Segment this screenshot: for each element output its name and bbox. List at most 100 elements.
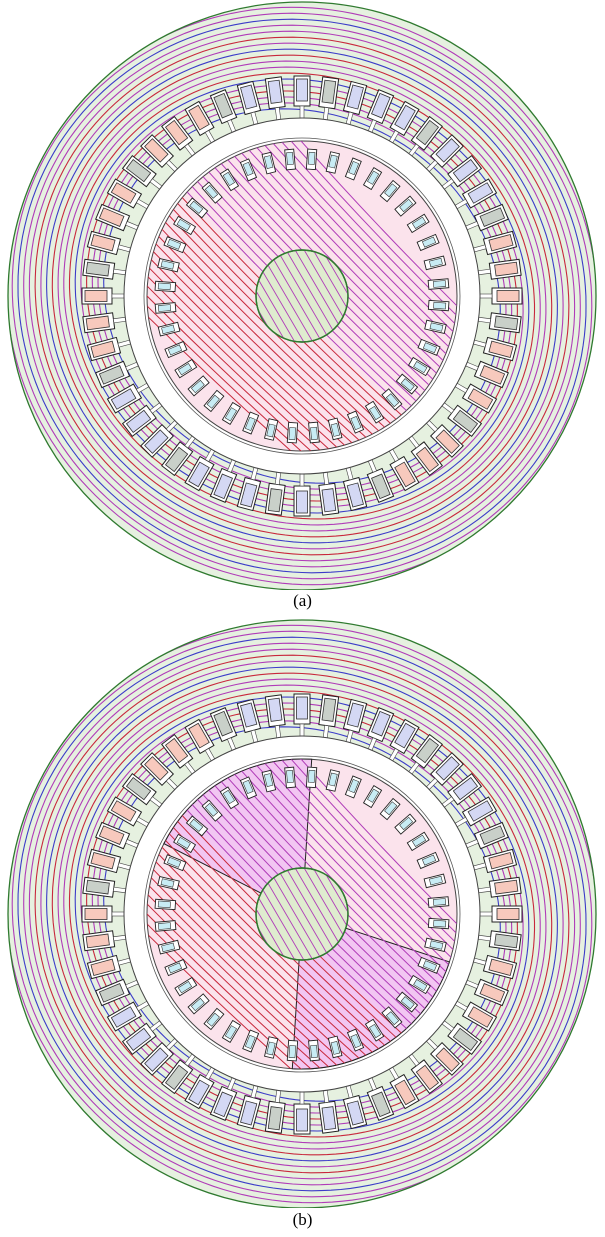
rotor-bar-conductor: [432, 280, 447, 288]
rotor-bar-conductor: [177, 362, 193, 376]
stator-flux-line: [17, 18, 587, 574]
rotor-bar: [406, 213, 430, 234]
stator-slot: [293, 693, 311, 737]
rotor-bar: [394, 813, 417, 835]
stator-coil: [346, 482, 364, 508]
stator-coil: [346, 702, 364, 728]
stator-coil: [125, 776, 152, 801]
rotor-bar-conductor: [288, 1045, 297, 1059]
stator-flux-line: [51, 54, 553, 538]
stator-coil: [321, 488, 337, 513]
rotor-bar: [416, 851, 440, 870]
stator-slot: [366, 89, 395, 133]
stator-coil: [267, 79, 283, 104]
rotor-bar-conductor: [422, 960, 438, 972]
rotor-bar-conductor: [160, 260, 175, 270]
stator-coil: [435, 138, 460, 163]
rotor-bar: [261, 151, 277, 175]
stator-coil: [452, 409, 479, 434]
rotor-bar-conductor: [263, 155, 274, 170]
rotor-bar: [174, 976, 198, 997]
stator-slot: [408, 435, 443, 477]
stator-flux-line: [46, 666, 558, 1162]
stator-coil: [240, 482, 258, 508]
stator-slot: [465, 203, 509, 232]
rotor-bar: [381, 1006, 403, 1029]
stator-coil: [488, 852, 514, 870]
stator-coil: [144, 429, 169, 454]
rotor-bar-conductor: [367, 788, 380, 803]
stator-coil: [98, 825, 125, 845]
stator-coil: [494, 315, 519, 331]
rotor-bar: [157, 321, 181, 337]
rotor-flux-line: [147, 759, 413, 1069]
rotor-bar-conductor: [190, 379, 205, 394]
stator-coil: [267, 697, 283, 722]
stator-coil: [452, 1027, 479, 1052]
rotor-bar: [157, 939, 181, 955]
slot-neck: [299, 723, 305, 737]
rotor-bar: [417, 956, 441, 974]
rotor-bar-conductor: [348, 160, 360, 176]
stator-coil: [110, 800, 137, 822]
rotor-bar-conductor: [157, 304, 172, 312]
stator-slot: [477, 258, 522, 280]
rotor-bar: [379, 179, 401, 203]
rotor-bar-conductor: [429, 322, 444, 332]
rotor-flux-line: [147, 759, 363, 1069]
stator-slot: [426, 752, 464, 790]
stator-slot: [161, 1053, 196, 1095]
rotor-bar-conductor: [368, 1023, 382, 1039]
rotor-bar: [261, 769, 277, 793]
rotor-bar: [305, 148, 318, 171]
stator-slot: [82, 258, 127, 280]
slot-neck: [111, 293, 125, 299]
stator-coil: [496, 908, 520, 920]
machine-cross-section-b: [7, 619, 597, 1208]
rotor-flux-line: [251, 759, 457, 1069]
rotor-bar-conductor: [177, 980, 193, 994]
stator-slot: [293, 1091, 311, 1135]
rotor-bar-conductor: [310, 1044, 318, 1059]
stator-slot: [264, 694, 286, 739]
slot-neck: [299, 1091, 305, 1105]
rotor-bar-conductor: [433, 301, 447, 310]
stator-coil: [479, 365, 506, 385]
rotor-bar-conductor: [266, 423, 276, 438]
stator-slot: [441, 402, 483, 437]
stator-coil: [394, 461, 416, 488]
rotor-bar-conductor: [242, 161, 254, 177]
stator-slot: [82, 876, 127, 898]
stator-slot: [441, 155, 483, 190]
stator-slot: [121, 402, 163, 437]
stator-coil: [98, 207, 125, 227]
stator-slot: [441, 773, 483, 808]
rotor-bar-conductor: [399, 198, 414, 213]
stator-coil: [488, 958, 514, 976]
stator-coil: [494, 879, 519, 895]
stator-coil: [85, 315, 110, 331]
rotor-bar: [395, 373, 419, 395]
slot-neck: [299, 105, 305, 119]
rotor-bar-conductor: [263, 773, 274, 788]
stator-coil: [488, 234, 514, 252]
stator-coil: [479, 983, 506, 1003]
stator-slot: [236, 1085, 262, 1130]
stator-slot: [95, 978, 139, 1007]
caption-b: (b): [292, 1210, 313, 1229]
stator-slot: [408, 115, 443, 157]
rotor-bar: [427, 278, 450, 290]
rotor-flux-line: [231, 759, 457, 1069]
stator-coil: [85, 261, 110, 277]
stator-flux-line: [40, 42, 564, 550]
rotor-flux-line: [147, 759, 343, 1069]
rotor-bar: [201, 799, 223, 822]
stator-slot: [465, 978, 509, 1007]
stator-coil: [110, 182, 137, 204]
stator-slot: [293, 473, 311, 517]
stator-flux-line: [17, 636, 587, 1192]
rotor-bar-conductor: [167, 344, 183, 356]
stator-slot: [477, 876, 522, 898]
stator-coil: [435, 429, 460, 454]
rotor-flux-line: [201, 141, 457, 451]
